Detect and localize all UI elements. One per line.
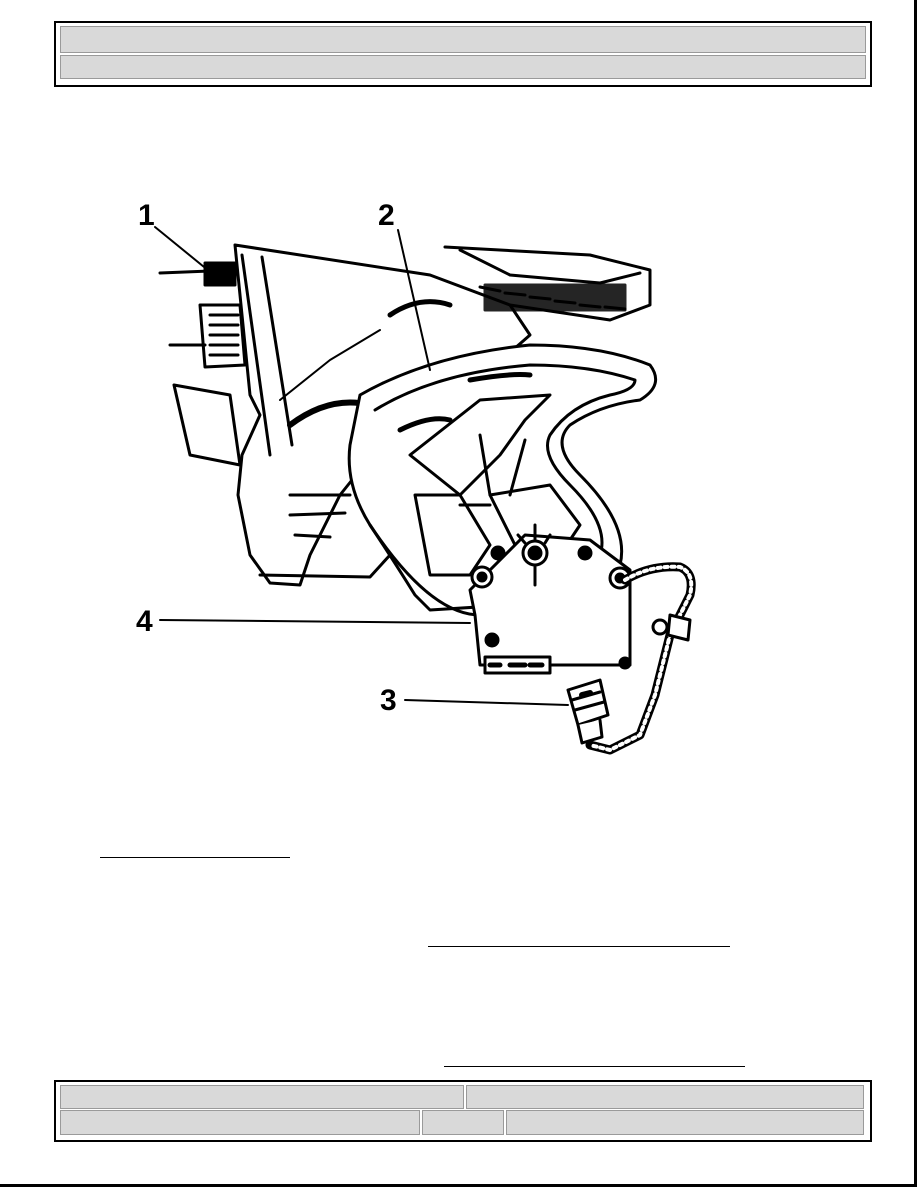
link-underline-1[interactable] (100, 857, 290, 858)
footer-cell-1 (60, 1110, 420, 1135)
mode-actuator (468, 523, 632, 675)
header-table (54, 21, 872, 87)
header-row-1 (60, 26, 866, 53)
callout-2-label: 2 (378, 199, 395, 232)
footer-cell-right-top (466, 1085, 864, 1109)
header-row-2 (60, 55, 866, 79)
callout-3-label: 3 (380, 684, 397, 717)
link-underline-3[interactable] (444, 1066, 745, 1067)
footer-cell-3 (506, 1110, 864, 1135)
wiring-harness (585, 562, 696, 755)
footer-cell-left-top (60, 1085, 464, 1109)
callout-4: 4 (136, 605, 471, 638)
footer-cell-2 (422, 1110, 504, 1135)
callout-3: 3 (380, 684, 569, 717)
footer-table (54, 1080, 872, 1142)
blower-motor-illustration: 1 2 4 3 (130, 195, 710, 770)
electrical-connector (566, 678, 610, 745)
callout-1: 1 (138, 199, 221, 281)
callout-1-label: 1 (138, 199, 155, 232)
callout-4-label: 4 (136, 605, 153, 638)
callout-2: 2 (378, 199, 431, 371)
link-underline-2[interactable] (428, 946, 730, 947)
